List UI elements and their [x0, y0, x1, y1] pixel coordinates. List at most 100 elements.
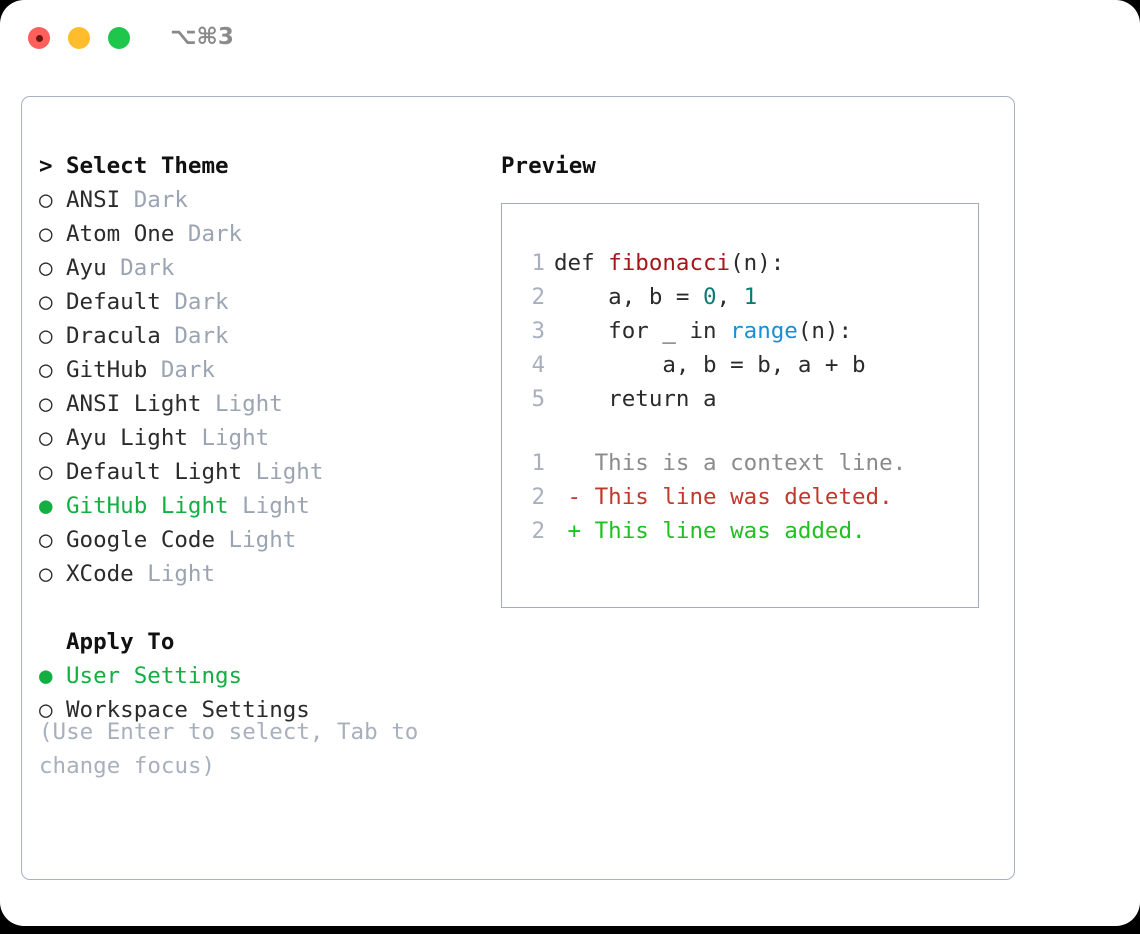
section-spacer — [39, 591, 489, 625]
theme-option-list: ○ANSI Dark○Atom One Dark○Ayu Dark○Defaul… — [39, 183, 489, 591]
theme-option-tag: Light — [201, 391, 283, 417]
theme-option-github-light[interactable]: ●GitHub Light Light — [39, 489, 489, 523]
theme-option-label: GitHub — [66, 357, 148, 383]
code-token: def — [554, 250, 609, 276]
theme-option-tag: Light — [242, 459, 324, 485]
code-token: , — [716, 284, 744, 310]
zoom-button-icon[interactable] — [108, 27, 130, 49]
theme-option-atom-one[interactable]: ○ Atom One Dark — [39, 217, 489, 251]
theme-option-label: ANSI Light — [66, 391, 202, 417]
radio-unselected-icon: ○ — [39, 323, 53, 349]
theme-option-ayu[interactable]: ○ Ayu Dark — [39, 251, 489, 285]
theme-option-label: Default — [66, 289, 161, 315]
theme-option-label: GitHub Light — [66, 493, 229, 519]
code-line-number: 4 — [531, 352, 545, 378]
code-line: 1 def fibonacci(n): — [502, 246, 978, 280]
theme-option-label: Google Code — [66, 527, 216, 553]
theme-option-label: Atom One — [66, 221, 175, 247]
radio-unselected-icon: ○ — [39, 221, 53, 247]
code-token: return a — [554, 386, 717, 412]
apply-to-heading-label: Apply To — [66, 629, 175, 655]
code-line: 2 a, b = 0, 1 — [502, 280, 978, 314]
diff-line-ctx: 1 This is a context line. — [502, 446, 978, 480]
theme-option-xcode[interactable]: ○ XCode Light — [39, 557, 489, 591]
diff-line-number: 2 — [531, 518, 545, 544]
code-token: a, b = — [554, 284, 704, 310]
radio-unselected-icon: ○ — [39, 425, 53, 451]
theme-option-label: Ayu — [66, 255, 107, 281]
window-titlebar: ⌥⌘3 — [0, 0, 1140, 76]
code-line-number: 3 — [531, 318, 545, 344]
theme-option-ansi[interactable]: ○ ANSI Dark — [39, 183, 489, 217]
code-token: fibonacci — [608, 250, 731, 276]
select-theme-heading: > Select Theme — [39, 149, 489, 183]
theme-option-label: XCode — [66, 561, 134, 587]
minimize-button-icon[interactable] — [68, 27, 90, 49]
theme-option-default-light[interactable]: ○ Default Light Light — [39, 455, 489, 489]
apply-to-heading: Apply To — [39, 625, 489, 659]
code-token: (n): — [730, 250, 785, 276]
theme-option-label: Ayu Light — [66, 425, 188, 451]
code-token: 0 — [703, 284, 717, 310]
apply-to-option-list: ● User Settings ○ Workspace Settings — [39, 659, 489, 727]
code-line-number: 1 — [531, 250, 545, 276]
theme-option-tag: Light — [187, 425, 270, 451]
theme-option-label: Default Light — [66, 459, 243, 485]
diff-line-text: - This line was deleted. — [554, 484, 893, 510]
apply-to-option-workspace-settings[interactable]: ○ Workspace Settings — [39, 693, 489, 727]
apply-to-option-label: Workspace Settings — [66, 697, 310, 723]
code-token: for _ in — [554, 318, 731, 344]
code-line: 5 return a — [502, 382, 978, 416]
theme-option-google-code[interactable]: ○ Google Code Light — [39, 523, 489, 557]
theme-option-tag: Light — [228, 493, 310, 519]
diff-line-text: + This line was added. — [554, 518, 866, 544]
apply-to-option-label: User Settings — [66, 663, 243, 689]
select-theme-heading-label: Select Theme — [66, 153, 229, 179]
code-token: (n): — [797, 318, 853, 344]
radio-unselected-icon: ○ — [39, 391, 53, 417]
code-token: a, b = b, a + b — [554, 352, 866, 378]
theme-selector-panel: > Select Theme ○ ANSI Dark ○ Atom One Dark ○ A… — [21, 96, 1015, 880]
theme-option-default[interactable]: ○Default Dark — [39, 285, 489, 319]
theme-option-github[interactable]: ○GitHub Dark — [39, 353, 489, 387]
diff-line-number: 2 — [531, 484, 545, 510]
radio-unselected-icon: ○ — [39, 187, 53, 213]
keyboard-hint-text: (Use Enter to select, Tab to change focu… — [39, 719, 419, 779]
diff-line-add: 2 + This line was added. — [502, 514, 978, 548]
radio-selected-icon: ● — [39, 663, 53, 689]
theme-option-dracula[interactable]: ○ Dracula Dark — [39, 319, 489, 353]
theme-option-tag: Dark — [160, 289, 229, 315]
apply-to-option-user-settings[interactable]: ● User Settings — [39, 659, 489, 693]
theme-option-tag: Light — [133, 561, 216, 587]
theme-option-tag: Dark — [147, 357, 216, 383]
radio-unselected-icon: ○ — [39, 561, 53, 587]
radio-unselected-icon: ○ — [39, 697, 53, 723]
radio-unselected-icon: ○ — [39, 527, 53, 553]
theme-option-ayu-light[interactable]: ○ Ayu Light Light — [39, 421, 489, 455]
theme-option-tag: Dark — [160, 323, 229, 349]
theme-option-ansi-light[interactable]: ○ ANSI Light Light — [39, 387, 489, 421]
radio-unselected-icon: ○ — [39, 459, 53, 485]
radio-unselected-icon: ○ — [39, 255, 53, 281]
diff-line-del: 2 - This line was deleted. — [502, 480, 978, 514]
code-token: 1 — [743, 284, 758, 310]
code-line-number: 2 — [531, 284, 545, 310]
keyboard-shortcut-label: ⌥⌘3 — [170, 24, 234, 50]
theme-option-label: Dracula — [66, 323, 161, 349]
theme-list-column: > Select Theme ○ ANSI Dark ○ Atom One Dark ○ A… — [39, 149, 489, 727]
code-token: range — [730, 318, 798, 344]
theme-option-tag: Dark — [106, 255, 175, 281]
theme-option-tag: Dark — [174, 221, 243, 247]
heading-caret-icon: > — [39, 153, 53, 179]
theme-option-tag: Dark — [120, 187, 188, 213]
code-line: 3 for _ in range(n): — [502, 314, 978, 348]
code-line: 4 a, b = b, a + b — [502, 348, 978, 382]
diff-line-number: 1 — [531, 450, 545, 476]
close-button-inner-dot — [36, 35, 43, 42]
preview-title-label: Preview — [501, 153, 596, 179]
theme-option-tag: Light — [215, 527, 297, 553]
theme-option-label: ANSI — [66, 187, 121, 213]
